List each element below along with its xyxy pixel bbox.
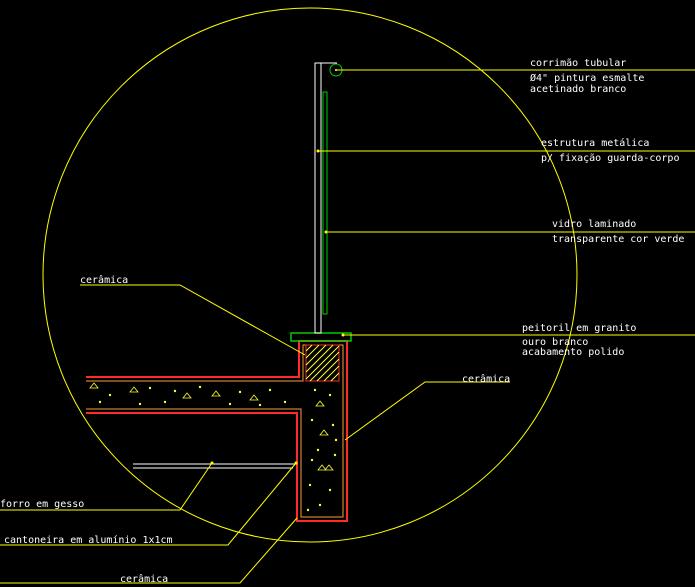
railing <box>314 62 343 334</box>
detail-circle <box>42 7 578 543</box>
label-ceramica-right: cerâmica <box>462 373 510 385</box>
label-forro: forro em gesso <box>0 499 84 510</box>
label-estrutura-2: p/ fixação guarda-corpo <box>541 153 679 164</box>
label-vidro-1: vidro laminado <box>552 219 636 230</box>
label-corrimao-2: Ø4" pintura esmalte <box>530 72 644 84</box>
slab-beam-section <box>86 340 348 522</box>
label-ceramica-bottom: cerâmica <box>120 573 168 585</box>
label-peitoril-3: acabamento polido <box>522 347 624 358</box>
leader-lines <box>0 69 695 584</box>
label-corrimao-3: acetinado branco <box>530 84 626 95</box>
label-corrimao-1: corrimão tubular <box>530 58 626 69</box>
slab-inner-contour <box>86 344 344 518</box>
label-peitoril-2: ouro branco <box>522 337 588 348</box>
ceramic-block <box>305 344 340 382</box>
glass-panel <box>322 91 328 315</box>
label-cantoneira: cantoneira em alumínio 1x1cm <box>4 534 173 546</box>
label-estrutura-1: estrutura metálica <box>541 137 649 149</box>
concrete-hatch <box>89 382 338 512</box>
label-peitoril-1: peitoril em granito <box>522 323 636 334</box>
metal-post <box>314 62 322 334</box>
label-ceramica-top: cerâmica <box>80 274 128 286</box>
label-vidro-2: transparente cor verde <box>552 234 684 245</box>
